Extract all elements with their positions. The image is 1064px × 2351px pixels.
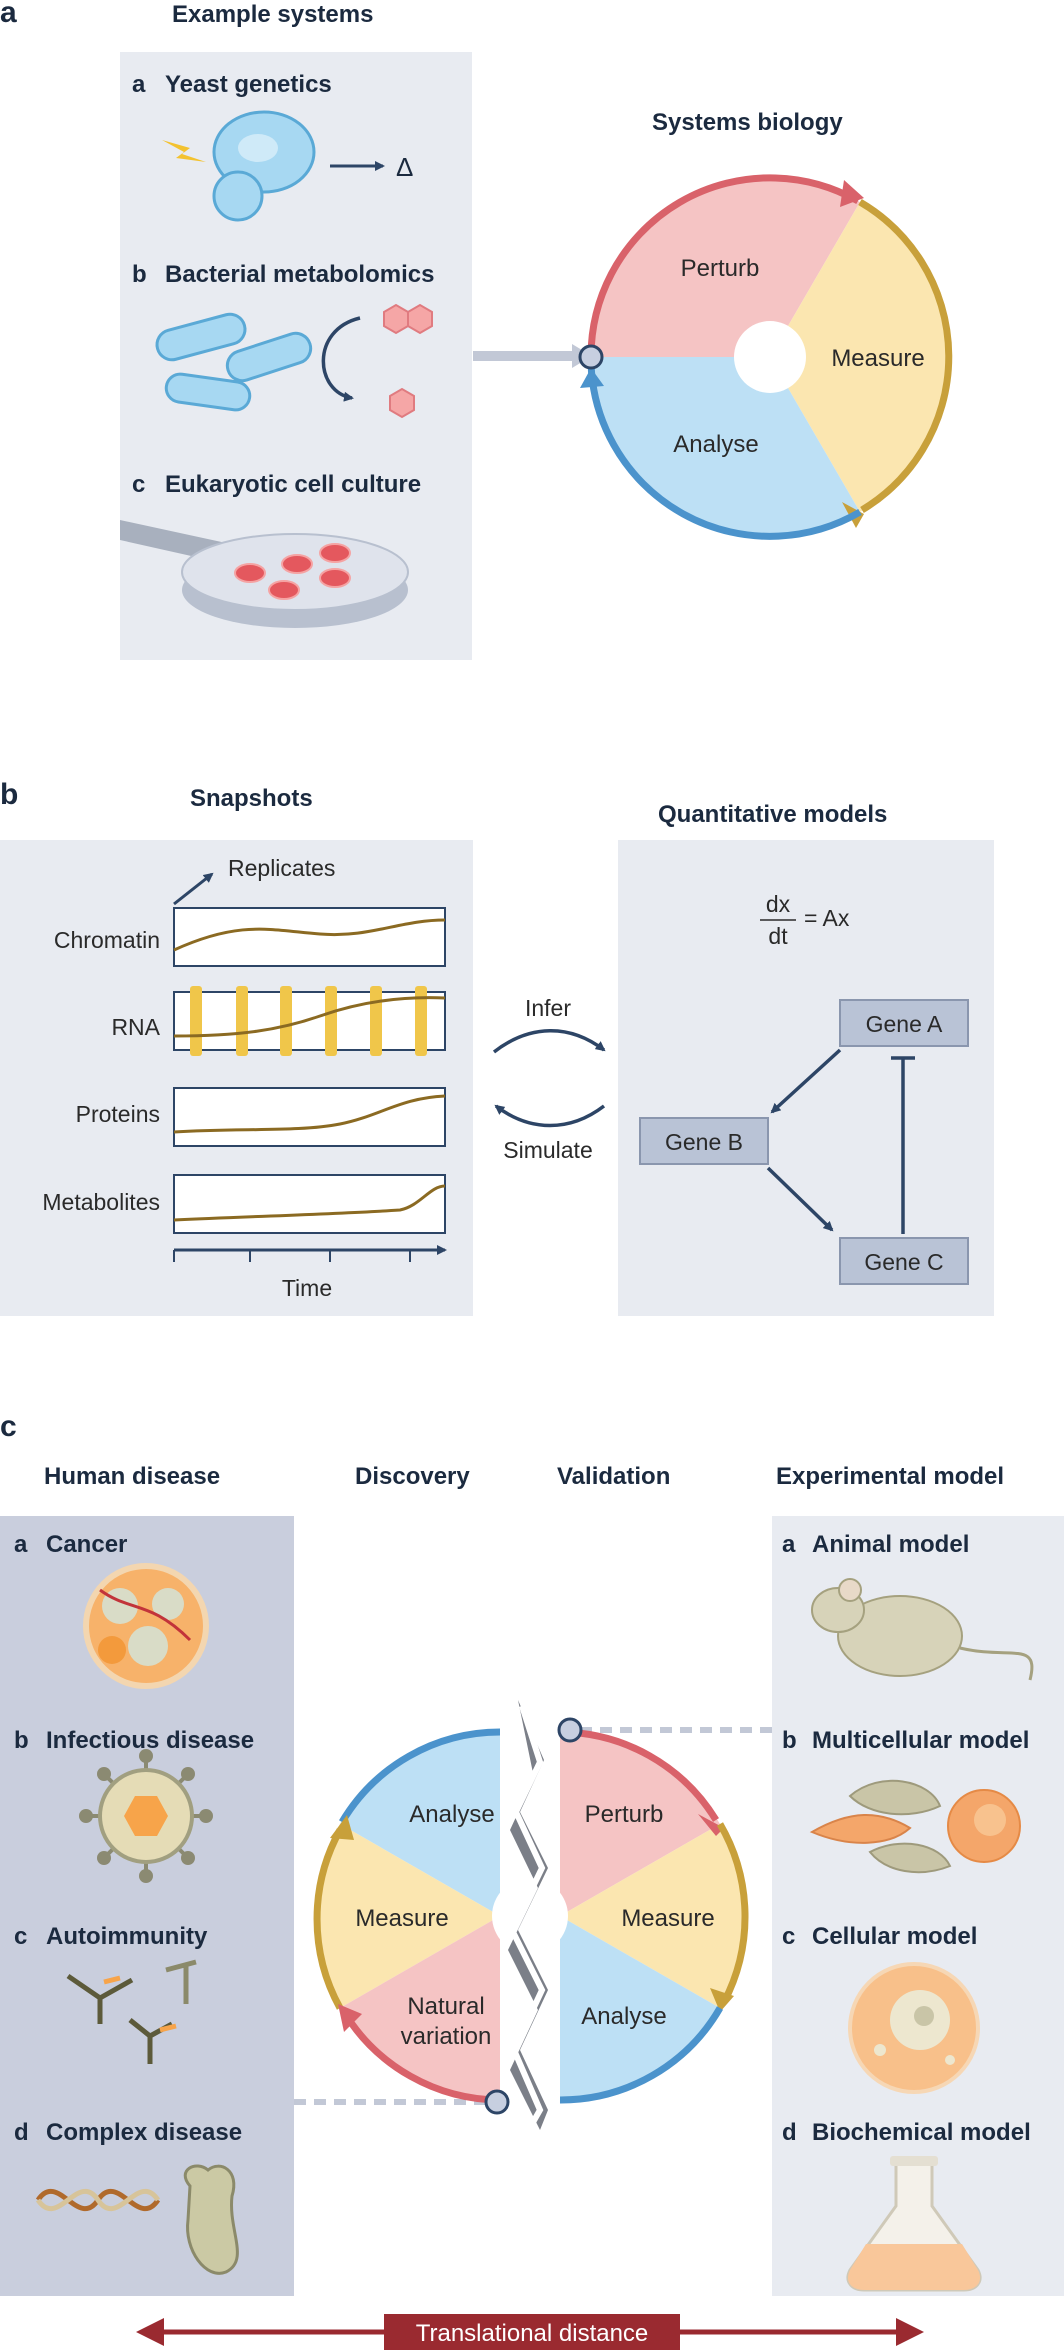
- time-label: Time: [282, 1275, 332, 1301]
- petri-dish-illustration: [120, 520, 409, 628]
- delta-symbol: Δ: [396, 152, 413, 182]
- mouse-icon: [811, 1578, 1034, 1681]
- item-b-label: Bacterial metabolomics: [165, 261, 434, 288]
- gene-a: Gene A: [866, 1011, 943, 1037]
- virus-icon: [79, 1749, 213, 1883]
- experimental-model-title: Experimental model: [776, 1463, 1004, 1490]
- gene-network: [639, 999, 969, 1285]
- simulate-label: Simulate: [503, 1137, 592, 1163]
- antibodies-icon: [66, 1959, 197, 2064]
- models-box: [618, 840, 994, 1316]
- human-a-label: Cancer: [46, 1531, 127, 1558]
- human-disease-title: Human disease: [44, 1463, 220, 1490]
- model-c-label: Cellular model: [812, 1923, 977, 1950]
- left-cycle-analyse: Analyse: [409, 1801, 494, 1828]
- time-axis: [173, 1245, 447, 1262]
- quantitative-models-title: Quantitative models: [658, 801, 887, 828]
- replicates-arrow: [173, 872, 214, 906]
- item-a-letter: a: [132, 71, 146, 98]
- simulate-arrow: [494, 1104, 606, 1128]
- right-cycle-analyse: Analyse: [581, 2003, 666, 2030]
- metabolite-hexagons: [383, 303, 433, 419]
- cycle-perturb: Perturb: [681, 255, 760, 282]
- gene-c: Gene C: [864, 1249, 943, 1275]
- left-cycle-natural: Natural: [407, 1993, 484, 2020]
- model-a-label: Animal model: [812, 1531, 969, 1558]
- discovery-title: Discovery: [355, 1463, 470, 1490]
- row-proteins: Proteins: [76, 1101, 160, 1127]
- row-chromatin: Chromatin: [54, 927, 160, 953]
- panel-c-letter: c: [0, 1410, 17, 1443]
- right-cycle-measure: Measure: [621, 1905, 714, 1932]
- human-b-letter: b: [14, 1727, 29, 1754]
- row-metabolites: Metabolites: [42, 1189, 160, 1215]
- model-b-label: Multicellular model: [812, 1727, 1029, 1754]
- panel-a-letter: a: [0, 0, 17, 29]
- infer-label: Infer: [525, 995, 571, 1021]
- translational-distance-label: Translational distance: [416, 2320, 649, 2347]
- item-b-letter: b: [132, 261, 147, 288]
- left-cycle-measure: Measure: [355, 1905, 448, 1932]
- human-d-label: Complex disease: [46, 2119, 242, 2146]
- translational-distance-arrow: [136, 2314, 924, 2350]
- human-c-label: Autoimmunity: [46, 1923, 208, 1950]
- human-b-label: Infectious disease: [46, 1727, 254, 1754]
- model-d-label: Biochemical model: [812, 2119, 1031, 2146]
- flask-icon: [846, 2156, 982, 2292]
- item-c-letter: c: [132, 471, 145, 498]
- multicellular-icon: [809, 1779, 1021, 1874]
- metabolism-arrow: [321, 316, 361, 402]
- yeast-illustration: [162, 110, 316, 222]
- gene-b: Gene B: [665, 1129, 743, 1155]
- infer-arrow: [492, 1029, 606, 1054]
- model-c-letter: c: [782, 1923, 795, 1950]
- cycle-analyse: Analyse: [673, 431, 758, 458]
- item-c-label: Eukaryotic cell culture: [165, 471, 421, 498]
- split-cycle: [313, 1700, 749, 2130]
- row-rna: RNA: [111, 1014, 160, 1040]
- dna-heart-icon: [35, 2164, 239, 2275]
- human-a-letter: a: [14, 1531, 28, 1558]
- cycle-measure: Measure: [831, 345, 924, 372]
- right-cycle-perturb: Perturb: [585, 1801, 664, 1828]
- panel-a-title: Example systems: [172, 1, 373, 28]
- snapshot-rows: [173, 907, 446, 1234]
- cycle-title: Systems biology: [652, 109, 843, 136]
- snapshots-title: Snapshots: [190, 785, 313, 812]
- svg-text:= Ax: = Ax: [804, 905, 850, 931]
- model-d-letter: d: [782, 2119, 797, 2146]
- validation-title: Validation: [557, 1463, 670, 1490]
- svg-text:dt: dt: [768, 923, 788, 949]
- svg-text:dx: dx: [766, 891, 791, 917]
- item-a-label: Yeast genetics: [165, 71, 332, 98]
- model-a-letter: a: [782, 1531, 796, 1558]
- model-b-letter: b: [782, 1727, 797, 1754]
- human-d-letter: d: [14, 2119, 29, 2146]
- bacteria-illustration: [155, 312, 313, 412]
- differential-equation: dx dt = Ax: [760, 891, 850, 949]
- replicates-label: Replicates: [228, 855, 335, 881]
- cell-icon: [848, 1962, 980, 2094]
- panel-b-letter: b: [0, 778, 18, 811]
- cancer-icon: [83, 1563, 209, 1689]
- systems-biology-cycle: [578, 174, 953, 540]
- human-c-letter: c: [14, 1923, 27, 1950]
- left-cycle-variation: variation: [401, 2023, 492, 2050]
